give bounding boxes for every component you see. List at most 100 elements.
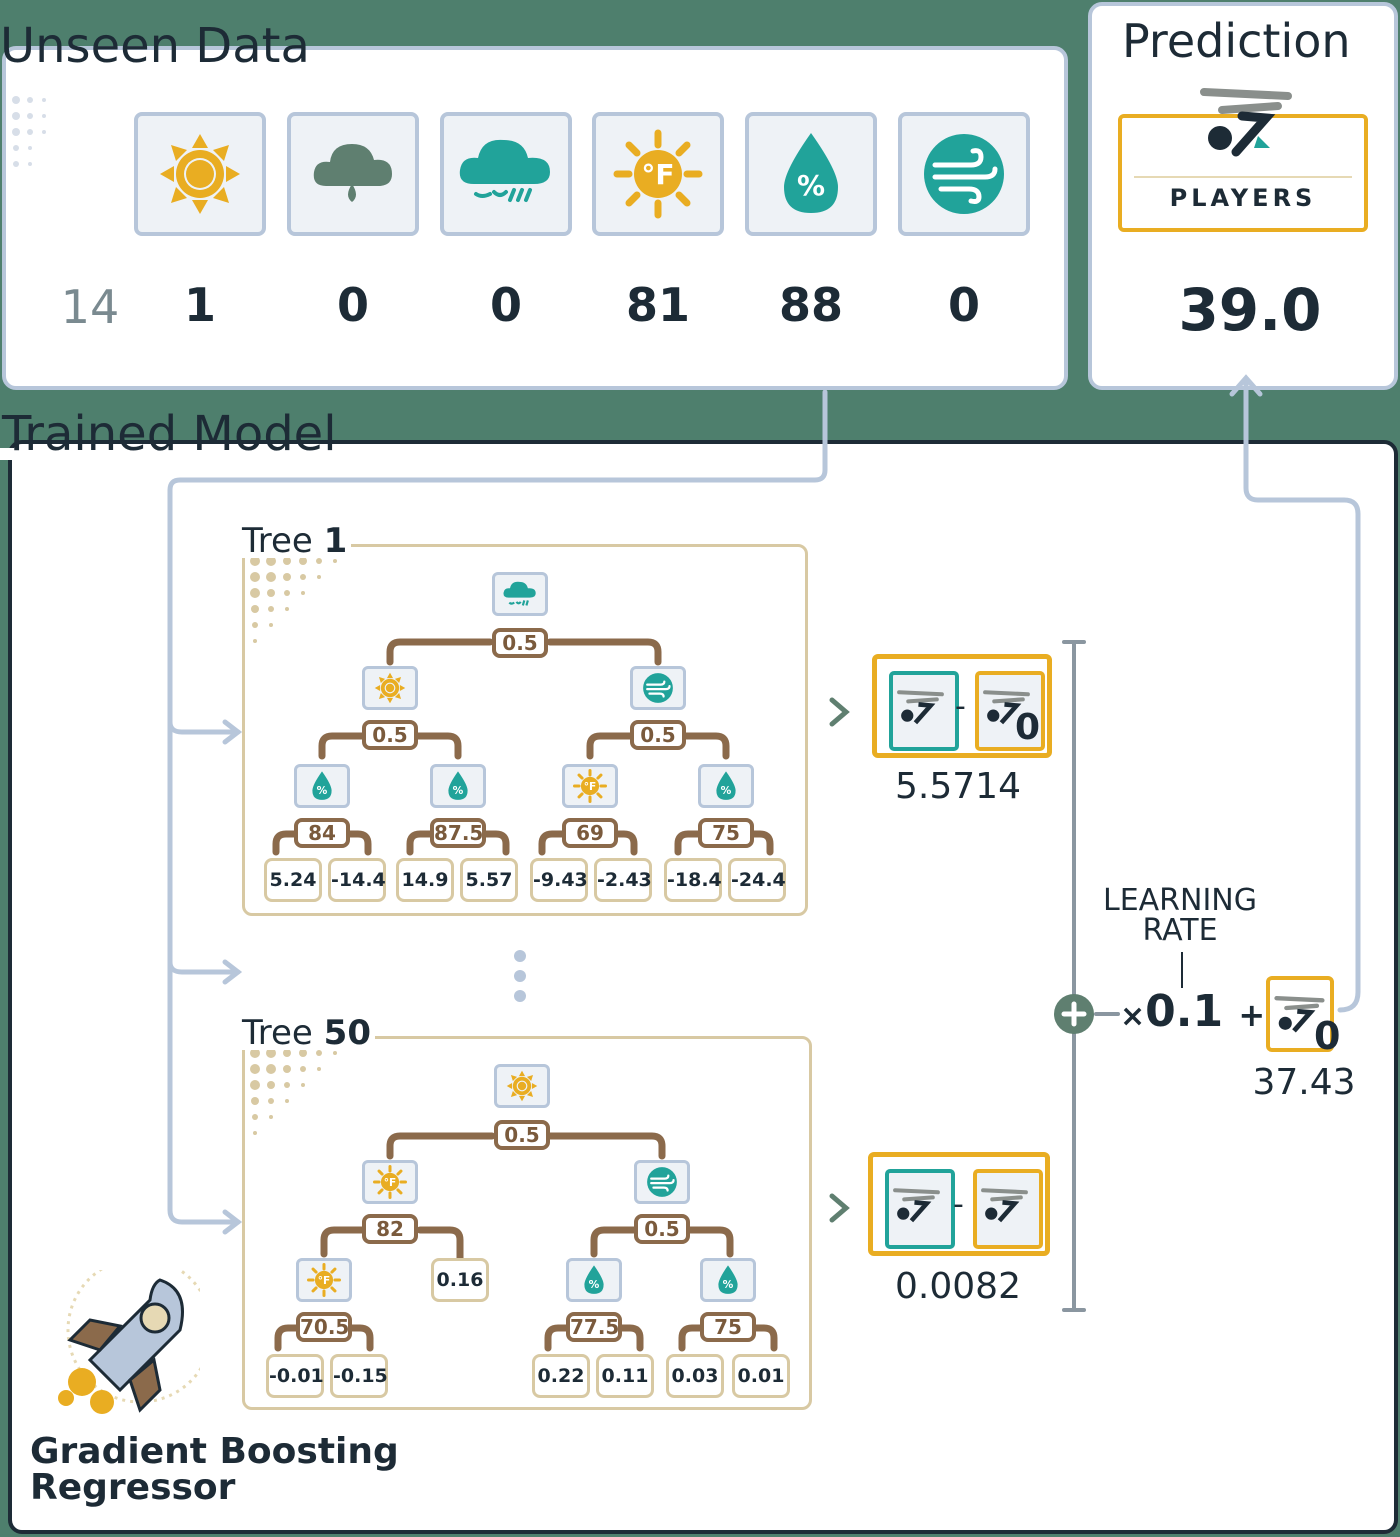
split-threshold: 0.5 [630,720,686,750]
svg-text:°F: °F [318,1275,331,1287]
prediction-heading: Prediction [1116,18,1357,64]
feature-value: 88 [778,278,843,332]
halftone-decoration [12,96,46,167]
svg-text:%: % [797,169,825,202]
plus-symbol: + [1238,996,1266,1034]
svg-text:%: % [723,1278,734,1291]
split-threshold: 69 [562,818,618,848]
humidity-icon: % [718,1265,738,1294]
leaf-value: -2.43 [594,858,652,902]
golf-player-icon [1274,996,1325,1033]
humidity-icon: % [312,771,332,800]
leaf-value: 0.22 [532,1354,590,1398]
tree-title-prefix: Tree [242,1013,324,1053]
temperature-icon: °F [613,129,703,219]
humidity-icon: % [448,771,468,800]
tree-node-overcast [492,572,548,616]
feature-value: 0 [947,278,980,332]
leaf-value: 5.24 [264,858,322,902]
leaf-value: -0.01 [266,1354,324,1398]
split-threshold: 0.5 [362,720,418,750]
feature-tile-rain [287,112,419,236]
unseen-data-heading: Unseen Data [0,18,310,74]
leaf-value: 14.9 [396,858,454,902]
tree-node-humidity: % [430,764,486,808]
trained-model-heading-text: Trained Model [2,406,337,462]
tree-node-temperature: °F [562,764,618,808]
actual-players-mini-card [889,671,959,751]
halftone-decoration [250,1048,337,1135]
feature-value: 0 [489,278,522,332]
svg-text:°F: °F [384,1177,397,1189]
tree-1-title: Tree 1 [238,521,352,561]
split-threshold: 75 [700,1312,756,1342]
svg-text:°F: °F [641,158,674,191]
split-threshold: 87.5 [430,818,486,848]
rain-cloud-icon [313,144,392,202]
temperature-icon: °F [573,769,607,803]
split-threshold: 70.5 [296,1312,352,1342]
humidity-icon: % [584,1265,604,1294]
leaf-value: 0.01 [732,1354,790,1398]
svg-text:%: % [589,1278,600,1291]
actual-players-mini-card [885,1169,955,1249]
players-card: PLAYERS [1118,114,1368,232]
learning-rate-expression: ×0.1 + [1120,986,1265,1037]
residual-subscript: 0 [1015,707,1041,748]
learning-rate-label: LEARNING RATE [1080,886,1280,946]
learning-rate-value: 0.1 [1145,986,1224,1037]
residual-card-tree-1: - 0 [872,654,1052,758]
feature-tile-temperature: °F [592,112,724,236]
tree-50-title: Tree 50 [238,1016,375,1050]
split-threshold: 77.5 [566,1312,622,1342]
wind-icon [924,134,1004,214]
baseline-value: 37.43 [1252,1062,1356,1103]
model-name-line-1: Gradient Boosting [30,1431,399,1472]
leaf-value: 0.16 [431,1258,489,1302]
learning-rate-label-line-2: RATE [1142,913,1218,948]
golf-player-icon [981,1188,1028,1223]
overcast-cloud-icon [503,581,536,606]
split-threshold: 82 [362,1214,418,1244]
sun-icon [506,1070,538,1102]
leaf-value: -14.4 [328,858,386,902]
residual-card-tree-50: - [868,1152,1050,1256]
tree-node-humidity: % [566,1258,622,1302]
split-threshold: 0.5 [634,1214,690,1244]
model-name-badge: Gradient Boosting Regressor [30,1434,399,1506]
tree-node-temperature: °F [296,1258,352,1302]
sun-icon [160,134,240,214]
tree-number: 1 [323,521,348,561]
feature-value: 1 [183,278,216,332]
tree-title-prefix: Tree [242,521,324,561]
temperature-icon: °F [373,1165,407,1199]
split-threshold: 0.5 [492,628,548,658]
tree-node-wind [634,1160,690,1204]
leaf-value: -0.15 [330,1354,388,1398]
split-threshold: 84 [294,818,350,848]
tree-node-sunny [494,1064,550,1108]
overcast-cloud-icon [459,139,550,202]
tree-node-humidity: % [698,764,754,808]
humidity-icon: % [716,771,736,800]
feature-value: 0 [336,278,369,332]
tree-node-sunny [362,666,418,710]
baseline-players-mini-card [975,671,1045,751]
baseline-card [1266,976,1334,1052]
times-symbol: × [1120,999,1146,1034]
leaf-value: 5.57 [460,858,518,902]
tree-1-result: 5.5714 [895,766,1021,807]
halftone-decoration [250,556,337,643]
split-threshold: 75 [698,818,754,848]
wind-icon [647,1167,677,1197]
svg-text:°F: °F [584,781,597,793]
svg-text:%: % [317,784,328,797]
leaf-value: -18.4 [664,858,722,902]
tree-node-temperature: °F [362,1160,418,1204]
card-rule [1134,176,1352,178]
leaf-value: 0.11 [596,1354,654,1398]
temperature-icon: °F [307,1263,341,1297]
svg-text:%: % [453,784,464,797]
